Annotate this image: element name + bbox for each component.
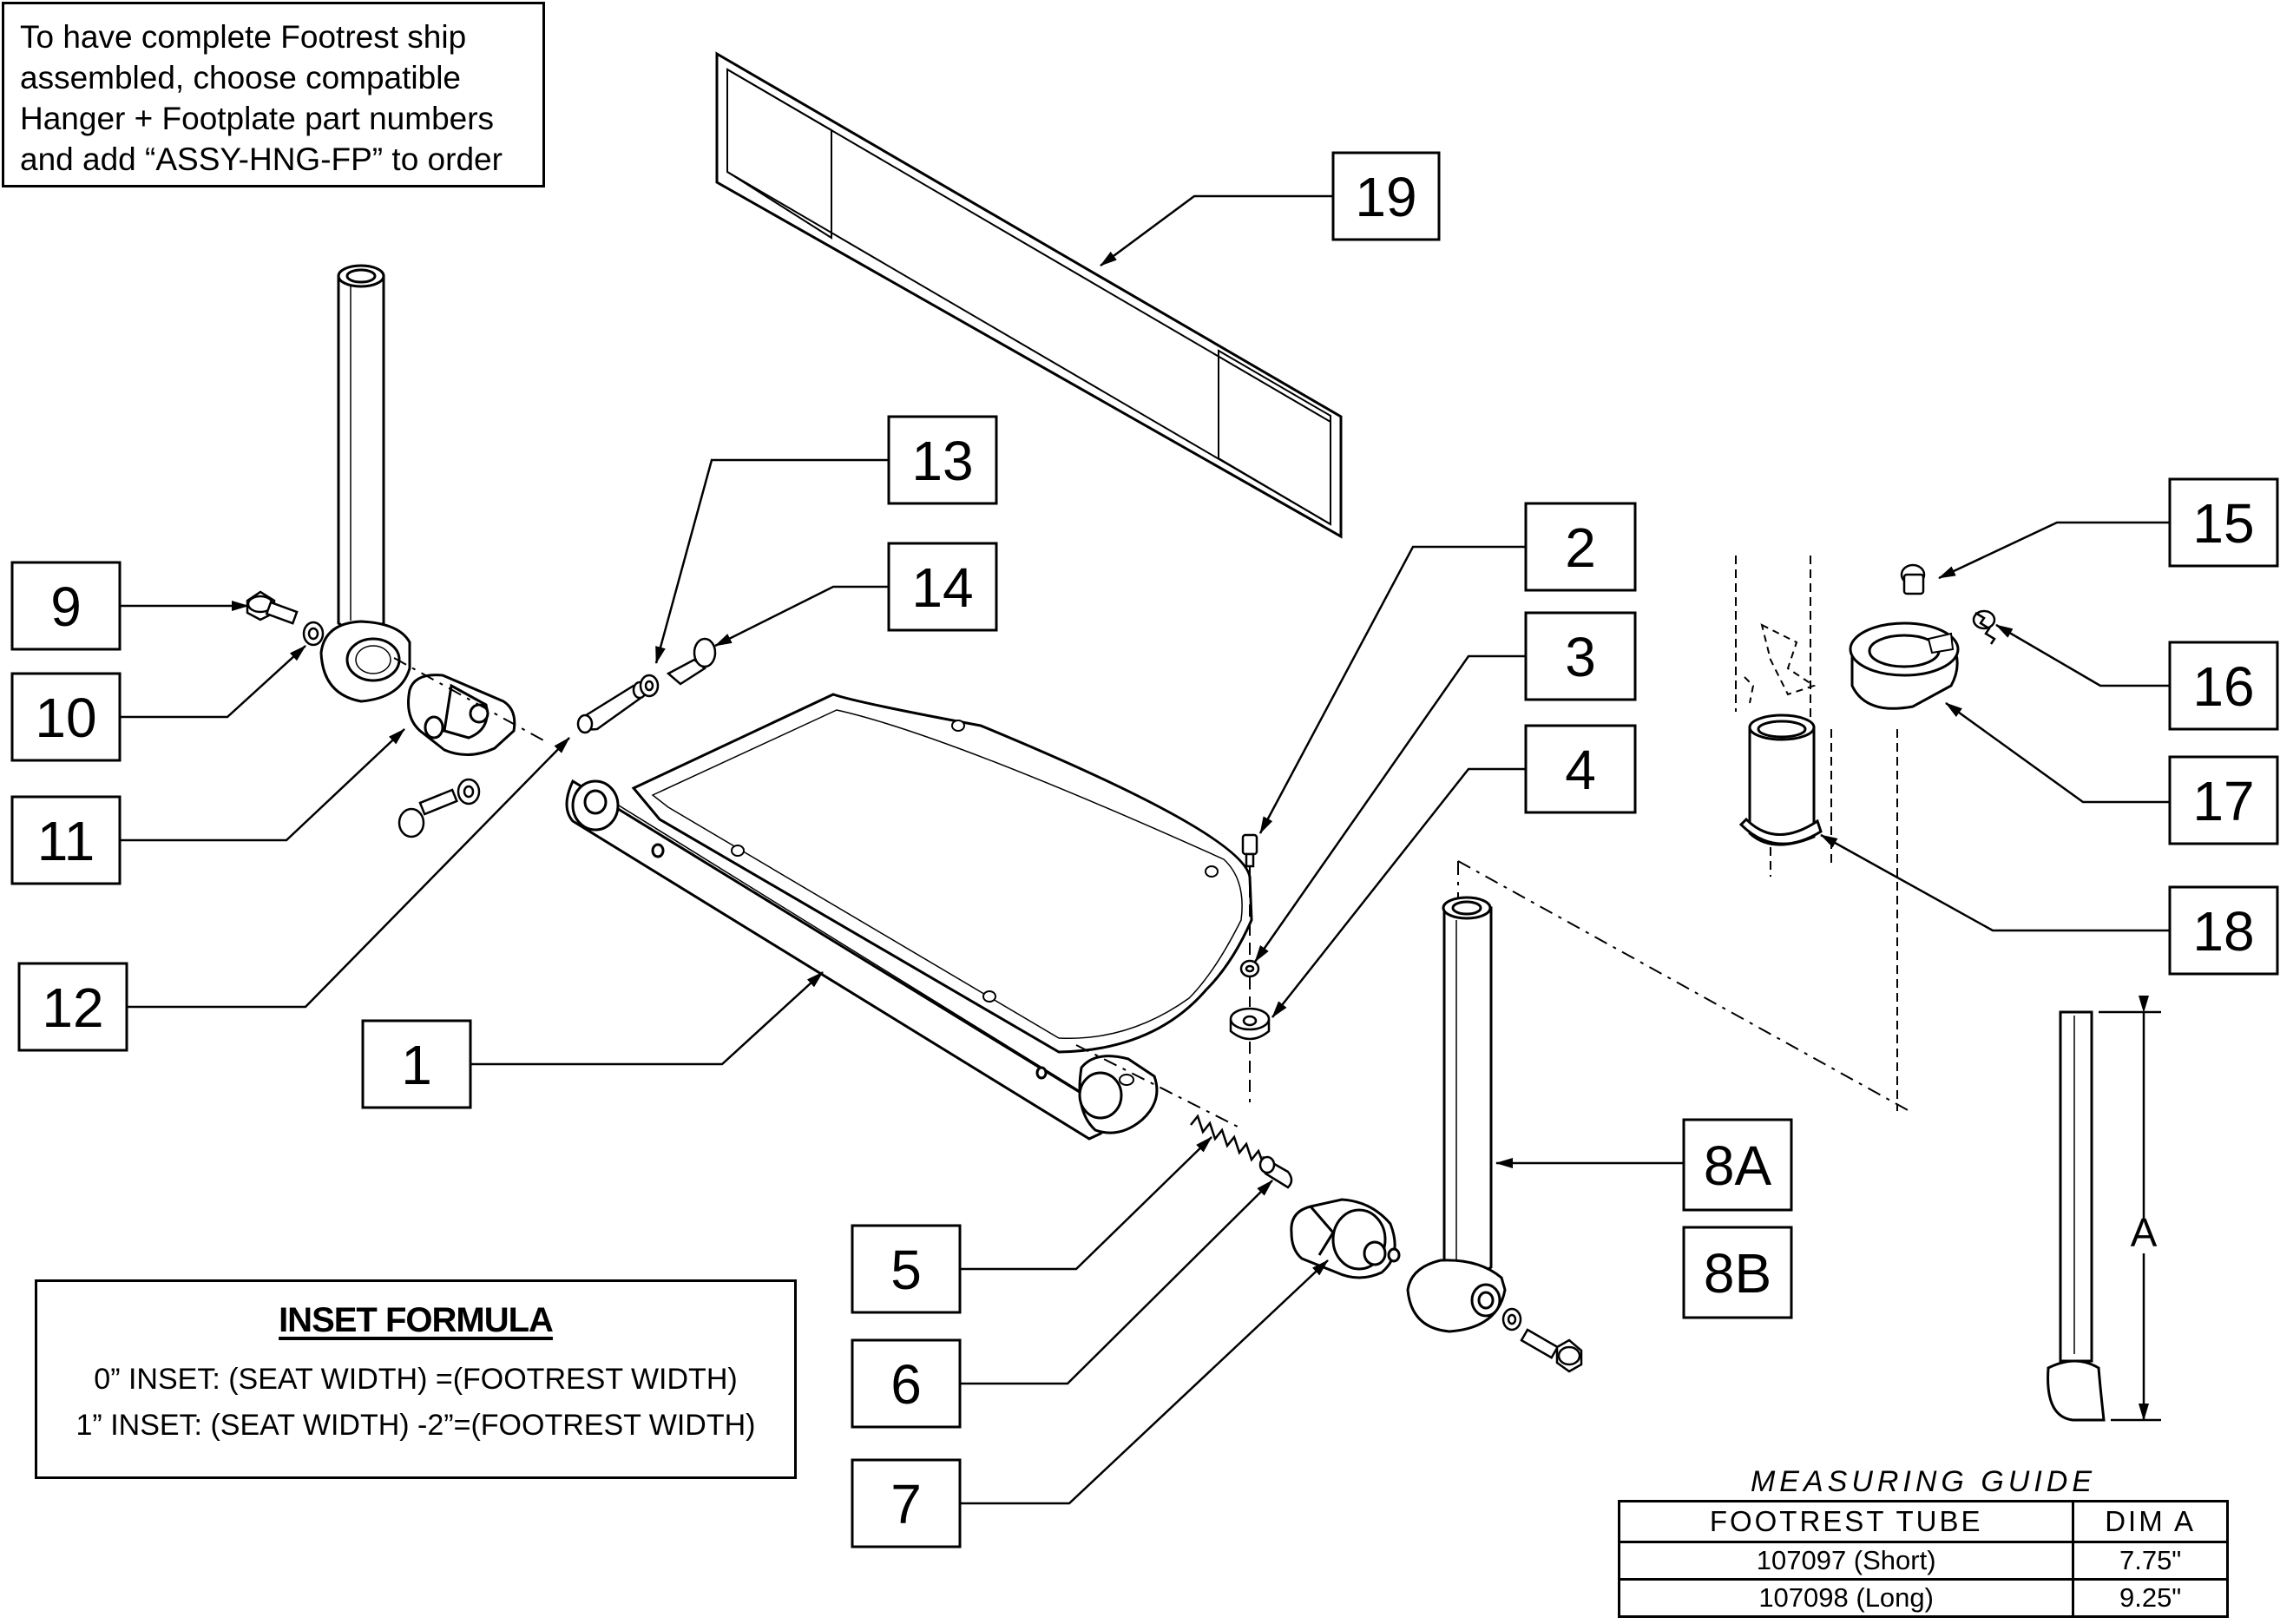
svg-text:18: 18 bbox=[2192, 900, 2254, 963]
svg-text:5: 5 bbox=[890, 1239, 922, 1301]
part-12-spacer bbox=[576, 681, 647, 734]
svg-text:15: 15 bbox=[2192, 492, 2254, 555]
part-16-screw bbox=[1972, 609, 1996, 645]
ordering-note: To have complete Footrest ship assembled… bbox=[2, 2, 545, 187]
left-hanger-tube bbox=[319, 264, 411, 703]
part-14-bolt bbox=[666, 637, 717, 686]
table-cell: 7.75" bbox=[2072, 1541, 2229, 1581]
dimension-a-label: A bbox=[2131, 1210, 2158, 1255]
svg-text:4: 4 bbox=[1565, 739, 1596, 801]
part-5-spring bbox=[1190, 1114, 1265, 1166]
part-6-pin bbox=[1258, 1155, 1293, 1189]
callout-2: 2 bbox=[1524, 502, 1637, 592]
ordering-note-line: Hanger + Footplate part numbers bbox=[20, 101, 495, 136]
assembly-centerline-left bbox=[393, 657, 546, 742]
part-9-screw bbox=[246, 590, 299, 625]
part-15-bolt bbox=[1900, 563, 1926, 595]
table-row: 107098 (Long) 9.25" bbox=[1617, 1578, 2229, 1618]
callout-7: 7 bbox=[851, 1458, 962, 1548]
callout-11: 11 bbox=[10, 795, 122, 885]
callout-1: 1 bbox=[361, 1019, 472, 1109]
svg-text:7: 7 bbox=[890, 1473, 922, 1535]
callout-17: 17 bbox=[2168, 755, 2279, 845]
inset-formula-line: 0” INSET: (SEAT WIDTH) =(FOOTREST WIDTH) bbox=[94, 1363, 738, 1396]
part-11-clamp bbox=[407, 674, 516, 756]
part-2-screw bbox=[1241, 833, 1258, 868]
inset-formula-box: INSET FORMULA 0” INSET: (SEAT WIDTH) =(F… bbox=[35, 1279, 797, 1479]
part-8-hanger-tube bbox=[1406, 896, 1507, 1333]
svg-text:19: 19 bbox=[1355, 166, 1416, 228]
part-19-label-strip bbox=[715, 51, 1343, 539]
part-17-clamp-ring bbox=[1849, 621, 1960, 710]
measuring-guide-table: FOOTREST TUBE DIM A 107097 (Short) 7.75"… bbox=[1617, 1500, 2229, 1618]
part-8-washer-bolt bbox=[1501, 1307, 1583, 1373]
part-13-washer bbox=[639, 674, 660, 698]
svg-text:2: 2 bbox=[1565, 516, 1596, 579]
inset-formula-title: INSET FORMULA bbox=[279, 1301, 554, 1339]
part-4-bumper bbox=[1229, 1007, 1271, 1041]
callout-16: 16 bbox=[2168, 641, 2279, 731]
svg-text:14: 14 bbox=[911, 556, 973, 619]
table-cell: 107098 (Long) bbox=[1617, 1578, 2075, 1618]
measuring-guide-title: MEASURING GUIDE bbox=[1750, 1465, 2097, 1498]
svg-text:12: 12 bbox=[42, 976, 103, 1039]
callout-9: 9 bbox=[10, 561, 122, 651]
table-cell: 9.25" bbox=[2072, 1578, 2229, 1618]
svg-text:6: 6 bbox=[890, 1353, 922, 1416]
table-row: 107097 (Short) 7.75" bbox=[1617, 1541, 2229, 1581]
table-cell: 107097 (Short) bbox=[1617, 1541, 2075, 1581]
svg-text:9: 9 bbox=[50, 575, 82, 638]
dimension-a-line bbox=[2099, 996, 2161, 1422]
svg-text:3: 3 bbox=[1565, 626, 1596, 688]
column-header: FOOTREST TUBE bbox=[1617, 1500, 2075, 1543]
ordering-note-line: To have complete Footrest ship bbox=[20, 19, 467, 55]
svg-text:10: 10 bbox=[35, 687, 96, 749]
part-3-washer bbox=[1239, 959, 1260, 978]
measuring-tube bbox=[2047, 1010, 2106, 1422]
table-header-row: FOOTREST TUBE DIM A bbox=[1617, 1500, 2229, 1543]
callout-5: 5 bbox=[851, 1224, 962, 1314]
callout-8a: 8A bbox=[1682, 1118, 1793, 1212]
callout-10: 10 bbox=[10, 672, 122, 762]
column-header: DIM A bbox=[2072, 1500, 2229, 1543]
part-7-clamp bbox=[1290, 1198, 1401, 1279]
part-1-footplate bbox=[565, 693, 1253, 1141]
ordering-note-line: and add “ASSY-HNG-FP” to order bbox=[20, 141, 503, 177]
callout-14: 14 bbox=[887, 542, 998, 632]
svg-text:13: 13 bbox=[911, 430, 973, 492]
part-10-washer bbox=[302, 621, 325, 647]
callout-6: 6 bbox=[851, 1338, 962, 1429]
svg-text:17: 17 bbox=[2192, 770, 2254, 832]
svg-text:1: 1 bbox=[401, 1034, 432, 1096]
leader-lines bbox=[120, 194, 2170, 1505]
part-18-bushing bbox=[1738, 713, 1823, 846]
callout-15: 15 bbox=[2168, 477, 2279, 568]
callout-13: 13 bbox=[887, 415, 998, 505]
part-11-lower-bolt bbox=[398, 778, 481, 838]
ghost-bracket bbox=[1744, 623, 1817, 704]
svg-text:11: 11 bbox=[37, 810, 95, 872]
svg-text:16: 16 bbox=[2192, 655, 2254, 718]
callout-4: 4 bbox=[1524, 724, 1637, 814]
svg-text:8A: 8A bbox=[1704, 1134, 1772, 1197]
ordering-note-line: assembled, choose compatible bbox=[20, 60, 462, 95]
callout-19: 19 bbox=[1331, 151, 1441, 241]
callout-8b: 8B bbox=[1682, 1226, 1793, 1319]
svg-text:8B: 8B bbox=[1704, 1242, 1771, 1305]
inset-formula-line: 1” INSET: (SEAT WIDTH) -2”=(FOOTREST WID… bbox=[76, 1409, 756, 1442]
callout-12: 12 bbox=[17, 962, 128, 1052]
callout-3: 3 bbox=[1524, 611, 1637, 701]
callout-18: 18 bbox=[2168, 885, 2279, 976]
